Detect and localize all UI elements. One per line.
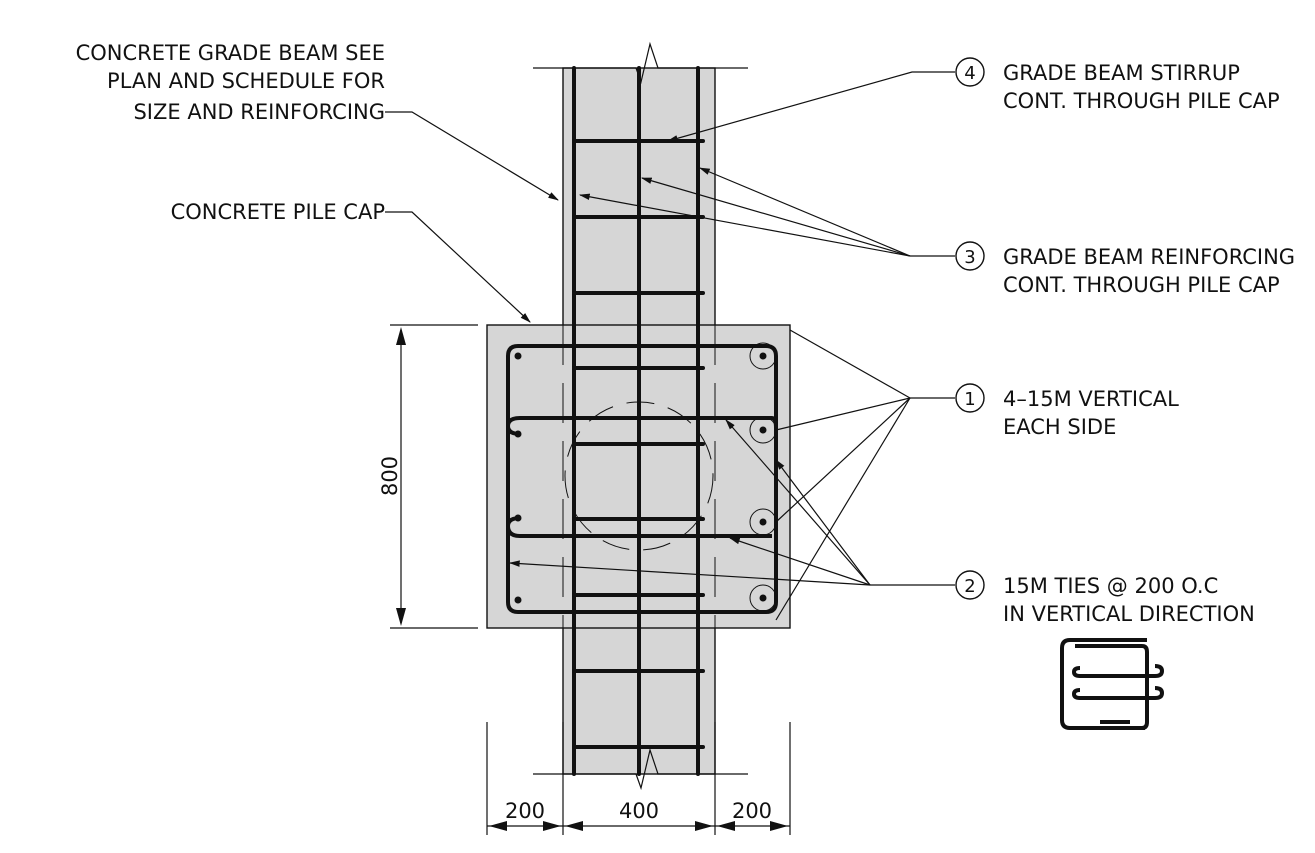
grade-beam-label-line-3: SIZE AND REINFORCING [133, 100, 385, 124]
vertical-bars [514, 342, 777, 612]
callout-2-line-1: 15M TIES @ 200 O.C [1003, 574, 1218, 598]
grade-beam-label-line-2: PLAN AND SCHEDULE FOR [107, 69, 385, 93]
callout-3-number: 3 [964, 247, 975, 268]
callout-2-number: 2 [964, 576, 975, 597]
leader-callout-4 [666, 71, 955, 142]
callout-3-line-2: CONT. THROUGH PILE CAP [1003, 273, 1280, 297]
pile-cap-label: CONCRETE PILE CAP [171, 200, 385, 224]
dimension-height [390, 324, 478, 629]
callout-3-line-1: GRADE BEAM REINFORCING [1003, 245, 1295, 269]
dimension-left-value: 200 [505, 799, 545, 823]
callout-1-line-1: 4–15M VERTICAL [1003, 387, 1179, 411]
leader-callout-3 [578, 167, 955, 257]
callout-1-number: 1 [964, 389, 975, 410]
break-line-bottom [533, 747, 748, 791]
leader-callout-1 [775, 329, 955, 621]
callout-4-line-1: GRADE BEAM STIRRUP [1003, 61, 1240, 85]
beam-stirrups [572, 139, 705, 749]
callout-1: 1 [955, 383, 985, 413]
dimension-bottom-string [486, 722, 791, 835]
dimension-height-value: 800 [378, 456, 402, 496]
leader-pile-cap [385, 211, 531, 323]
callout-3: 3 [955, 241, 985, 271]
leader-callout-2 [508, 419, 955, 586]
dimension-right-value: 200 [732, 799, 772, 823]
callout-2-line-2: IN VERTICAL DIRECTION [1003, 602, 1255, 626]
pile-cap-ties [506, 344, 778, 614]
tie-detail-symbol [1060, 638, 1164, 730]
callout-4: 4 [955, 57, 985, 87]
callout-1-line-2: EACH SIDE [1003, 415, 1116, 439]
dimension-middle-value: 400 [619, 799, 659, 823]
callout-2: 2 [955, 570, 985, 600]
grade-beam-label-line-1: CONCRETE GRADE BEAM SEE [76, 41, 385, 65]
callout-4-line-2: CONT. THROUGH PILE CAP [1003, 89, 1280, 113]
callout-4-number: 4 [964, 63, 975, 84]
leader-grade-beam [385, 111, 559, 201]
